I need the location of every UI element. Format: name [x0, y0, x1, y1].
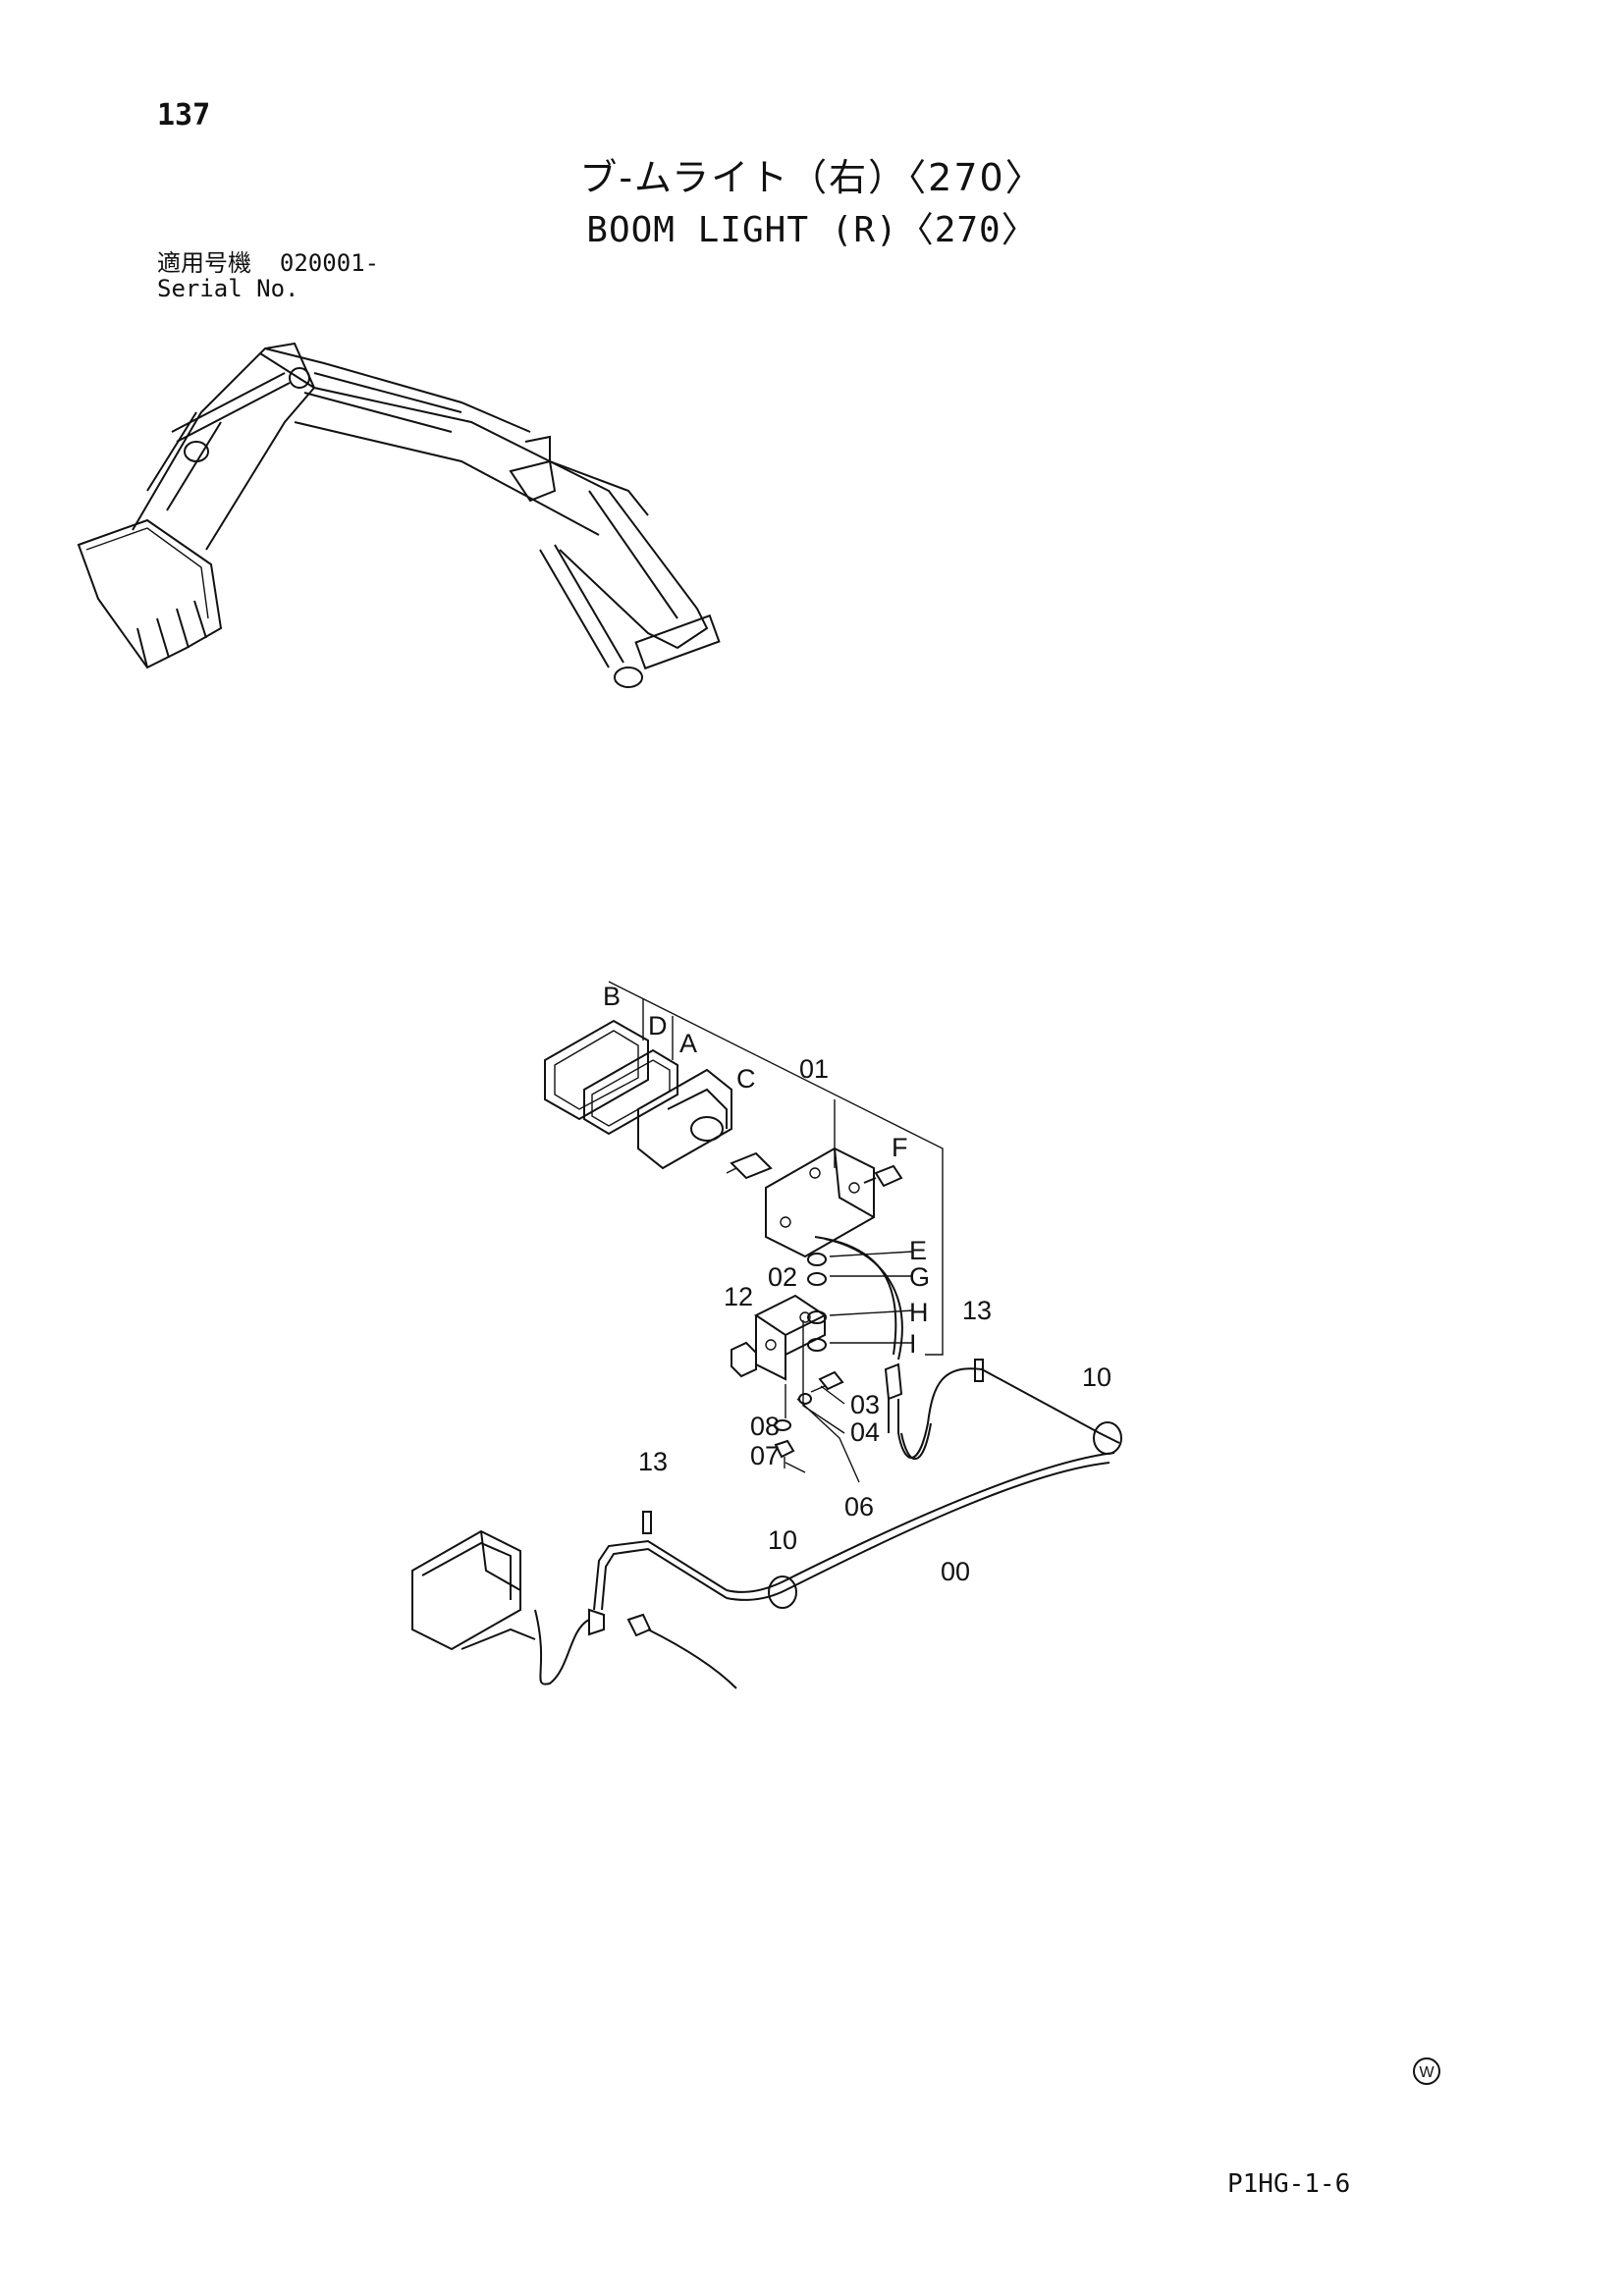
w-mark-letter: W — [1419, 2064, 1435, 2081]
washer-part-04 — [798, 1393, 812, 1405]
w-circle-mark: W — [1413, 2057, 1440, 2085]
washers-e-g-h-i — [807, 1251, 914, 1352]
label-c: C — [736, 1064, 756, 1094]
label-08: 08 — [750, 1412, 780, 1441]
screw-part-f — [863, 1164, 903, 1188]
bolt-part-07 — [774, 1439, 795, 1468]
serial-block: 適用号機 020001- Serial No. — [157, 250, 379, 301]
wiring-harness-00 — [593, 1359, 1122, 1611]
label-02: 02 — [768, 1262, 797, 1292]
label-04: 04 — [850, 1417, 880, 1447]
callout-leader-lines — [785, 1320, 860, 1483]
lamp-harness-06 — [814, 1236, 903, 1433]
serial-label-en: Serial No. — [157, 275, 299, 302]
gasket-part-d — [583, 1048, 678, 1136]
drawing-code: P1HG-1-6 — [1227, 2169, 1351, 2199]
washer-part-08 — [774, 1419, 791, 1431]
label-e: E — [909, 1236, 927, 1265]
label-01: 01 — [799, 1054, 829, 1084]
page-title-en: BOOM LIGHT (R)〈270〉 — [586, 210, 1038, 250]
label-00: 00 — [941, 1557, 970, 1586]
label-g: G — [909, 1262, 930, 1292]
assembled-lamp-unit — [411, 1529, 737, 1689]
serial-value: 020001- — [279, 249, 380, 277]
label-06: 06 — [844, 1492, 874, 1522]
label-07: 07 — [750, 1441, 780, 1470]
label-13-right: 13 — [962, 1296, 992, 1325]
bolt-part-03 — [810, 1370, 844, 1393]
label-a: A — [679, 1029, 697, 1058]
bracket-part-02 — [754, 1294, 827, 1381]
label-f: F — [892, 1133, 908, 1162]
nut-part-12 — [731, 1341, 757, 1378]
label-13-left: 13 — [638, 1447, 668, 1476]
callout-labels: B D A C 01 F E G 02 H I 12 13 10 03 04 0… — [603, 982, 1111, 1586]
label-b: B — [603, 982, 621, 1011]
lamp-lens-part-a — [637, 1068, 732, 1170]
label-d: D — [648, 1011, 668, 1041]
label-h: H — [909, 1298, 929, 1327]
label-03: 03 — [850, 1390, 880, 1419]
bulb-part-c — [726, 1151, 773, 1180]
label-i: I — [909, 1329, 917, 1359]
page-number: 137 — [157, 98, 211, 133]
excavator-arm-illustration — [77, 342, 721, 688]
label-10-right: 10 — [1082, 1362, 1111, 1392]
page-title-jp: ブ-ムライト（右）〈270〉 — [579, 156, 1045, 199]
lamp-housing-part-01 — [765, 1147, 875, 1258]
serial-label-jp: 適用号機 — [157, 249, 251, 277]
label-10-left: 10 — [768, 1525, 797, 1555]
label-12: 12 — [724, 1282, 753, 1311]
lamp-ring-part-b — [544, 1019, 649, 1121]
